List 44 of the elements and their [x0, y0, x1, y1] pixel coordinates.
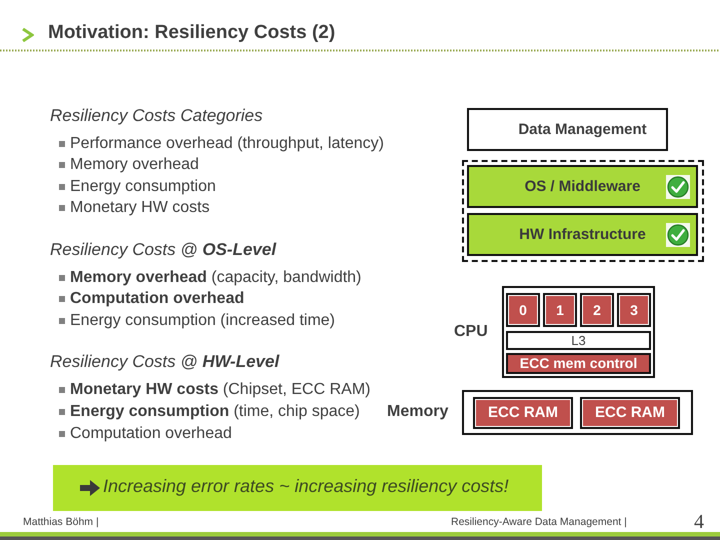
layer-label: HW Infrastructure: [519, 226, 646, 244]
section-heading: Resiliency Costs Categories: [50, 106, 263, 126]
core-box: [617, 293, 651, 327]
core-box: [580, 293, 614, 327]
core-number: 1: [556, 302, 564, 318]
layer-box: [467, 213, 698, 256]
layer-label: OS / Middleware: [524, 178, 640, 196]
ram-module: [580, 397, 680, 429]
layer-box: [467, 165, 698, 208]
cache-label: L3: [571, 332, 586, 348]
bullet-item: Computation overhead: [70, 289, 244, 308]
footer-text: Matthias Böhm |: [23, 516, 99, 529]
ram-module: [473, 397, 573, 429]
conclusion-banner: [53, 465, 542, 511]
slide-title: Motivation: Resiliency Costs (2): [48, 22, 336, 45]
core-number: 3: [630, 302, 638, 318]
core-number: 0: [519, 302, 527, 318]
cpu-label: CPU: [454, 322, 488, 342]
dashed-frame: [462, 160, 704, 262]
core-box: [543, 293, 577, 327]
controller-label: ECC mem control: [520, 355, 638, 372]
module-label: ECC RAM: [488, 404, 558, 422]
bullet-item: Monetary HW costs (Chipset, ECC RAM): [70, 380, 370, 400]
layer-box: [467, 108, 668, 151]
bullet-item: Energy consumption (increased time): [70, 311, 336, 330]
layer-label: Data Management: [518, 120, 647, 138]
memory-label: Memory: [387, 402, 448, 422]
section-heading: Resiliency Costs @ HW-Level: [50, 352, 280, 372]
bullet-item: Monetary HW costs: [70, 198, 210, 218]
cache-box: [506, 331, 651, 350]
page-number: 4: [694, 510, 704, 534]
bullet-item: Memory overhead (capacity, bandwidth): [70, 268, 362, 288]
controller-box: [506, 353, 651, 374]
bullet-item: Energy consumption (time, chip space): [70, 402, 360, 422]
bullet-item: Energy consumption: [70, 177, 216, 196]
core-box: [506, 293, 540, 327]
core-number: 2: [593, 302, 601, 318]
module-label: ECC RAM: [595, 404, 665, 422]
bullet-item: Computation overhead: [70, 424, 232, 444]
section-heading: Resiliency Costs @ OS-Level: [50, 240, 276, 260]
bullet-item: Memory overhead: [70, 155, 199, 174]
bullet-item: Performance overhead (throughput, latency): [70, 134, 384, 154]
conclusion-text: Increasing error rates ~ increasing resiliency costs!: [103, 476, 509, 498]
footer-text: Resiliency-Aware Data Management |: [451, 516, 627, 529]
